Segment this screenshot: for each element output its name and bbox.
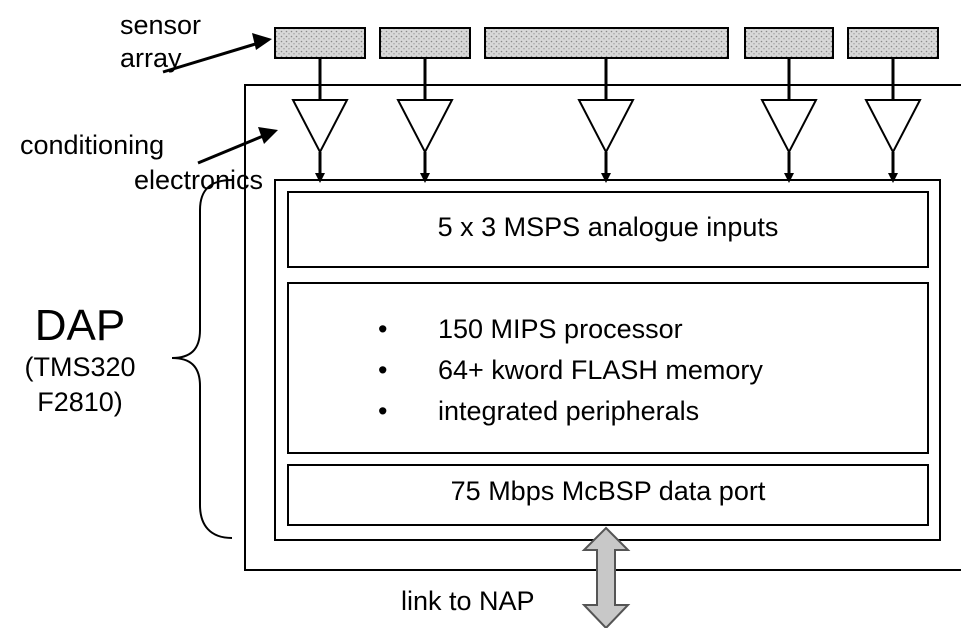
bullet-2: • (378, 355, 388, 385)
buffer-triangle-2 (396, 99, 454, 155)
dap-label: DAP (0, 304, 160, 348)
analogue-inputs-box (287, 191, 929, 268)
data-port-box (287, 464, 929, 526)
data-port-text: 75 Mbps McBSP data port (450, 476, 766, 506)
buffer-amplifiers (291, 99, 922, 155)
dap-chip-label: (TMS320 F2810) (24, 352, 136, 417)
sensor-element-1 (274, 27, 366, 59)
sensor-array-pointer-head (252, 33, 272, 50)
link-to-nap-arrow (581, 526, 631, 628)
bullet-3: • (378, 396, 388, 426)
sensor-wires (318, 58, 895, 100)
processor-feature-3: integrated peripherals (438, 396, 700, 426)
conditioning-electronics-label: conditioning electronics (20, 130, 264, 195)
sensor-array-pointer (162, 40, 263, 74)
buffer-output-arrows (315, 152, 898, 183)
conditioning-pointer (197, 132, 269, 165)
link-to-nap-label: link to NAP (401, 586, 535, 616)
buffer-triangle-4 (760, 99, 818, 155)
dap-title: DAP (34, 301, 126, 350)
buffer-triangle-3 (577, 99, 635, 155)
processor-box (287, 282, 929, 454)
buffer-triangle-1 (291, 99, 349, 155)
processor-feature-1: 150 MIPS processor (438, 314, 683, 344)
sensor-element-5 (847, 27, 939, 59)
sensor-element-3 (484, 27, 729, 59)
bullet-1: • (378, 314, 388, 344)
sensor-element-2 (379, 27, 471, 59)
conditioning-pointer-head (258, 127, 278, 144)
sensor-element-4 (744, 27, 834, 59)
analogue-inputs-text: 5 x 3 MSPS analogue inputs (437, 212, 779, 242)
dap-brace (171, 179, 233, 539)
processor-feature-2: 64+ kword FLASH memory (438, 355, 763, 385)
sensor-array-label: sensor array (120, 10, 202, 73)
buffer-triangle-5 (864, 99, 922, 155)
